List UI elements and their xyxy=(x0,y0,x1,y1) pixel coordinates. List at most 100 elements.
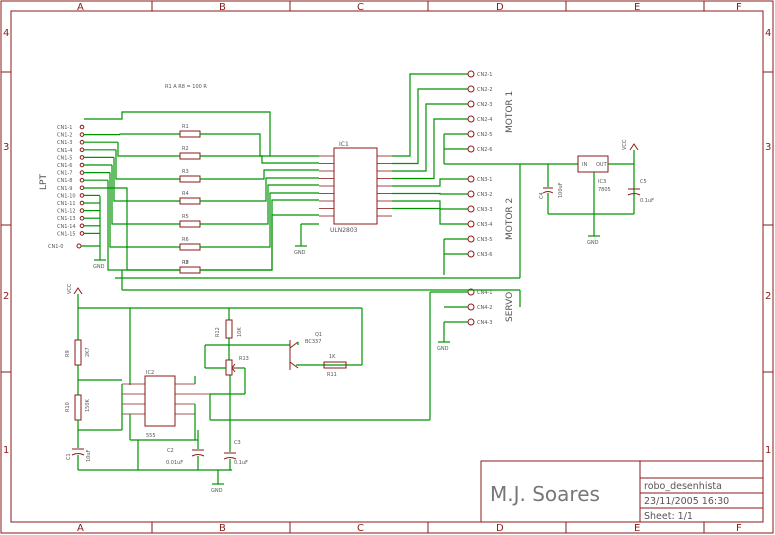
col-label-f-top: F xyxy=(736,2,742,13)
c2-plate-bottom xyxy=(191,454,205,457)
q1-name: Q1 xyxy=(315,332,322,338)
motor1-pin xyxy=(467,100,475,108)
c3-plate-bottom xyxy=(223,457,237,460)
motor2-drive-wire xyxy=(392,192,468,195)
lpt-pin xyxy=(79,215,85,221)
lpt-pin xyxy=(79,170,85,175)
resistor-note: R1 A R8 = 100 R xyxy=(165,84,207,90)
servo-pin-label: CN4-2 xyxy=(477,305,492,311)
row-label-1-right: 1 xyxy=(765,445,771,456)
lpt-pin xyxy=(79,200,85,206)
lpt-ground-pin xyxy=(76,243,82,249)
c4-name: C4 xyxy=(539,192,545,199)
lpt-pin xyxy=(79,162,85,168)
vreg-gnd-label: GND xyxy=(587,240,599,246)
ground-label-bottom: GND xyxy=(211,488,223,494)
c4-plate-bottom xyxy=(542,191,554,194)
col-label-a-bottom: A xyxy=(77,523,84,534)
resistor-output-wire xyxy=(200,192,319,248)
r12-body xyxy=(225,319,233,339)
ic1-gnd-label: GND xyxy=(294,250,306,256)
col-label-f-bottom: F xyxy=(736,523,742,534)
lpt-pin-label: CN1-2 xyxy=(57,133,72,139)
lpt-pin xyxy=(79,155,85,160)
lpt-pin xyxy=(79,193,85,198)
resistor-input-wire xyxy=(113,157,180,202)
motor2-pin-label: CN3-6 xyxy=(477,252,492,258)
lpt-pin xyxy=(79,231,85,236)
lpt-pin-label: CN1-4 xyxy=(57,148,72,154)
resistor-input-wire xyxy=(111,165,180,225)
q1-value: BC337 xyxy=(305,339,321,345)
motor2-pin xyxy=(467,175,475,183)
motor1-pin-label: CN2-6 xyxy=(477,147,492,153)
resistor-body xyxy=(179,152,201,160)
lpt-signal-wire xyxy=(84,111,271,156)
resistor-name: R5 xyxy=(182,214,189,220)
resistor-input-wire xyxy=(115,149,180,180)
motor1-pin-label: CN2-1 xyxy=(477,72,492,78)
servo-label: SERVO xyxy=(505,292,515,322)
row-label-3-right: 3 xyxy=(765,142,771,153)
motor1-drive-wire xyxy=(392,103,468,172)
lpt-pin xyxy=(79,185,85,191)
resistor-name: R2 xyxy=(182,146,189,152)
motor1-label: MOTOR 1 xyxy=(505,91,515,133)
pot-name: R13 xyxy=(239,356,249,362)
c5-name: C5 xyxy=(640,179,647,185)
r11-name: R11 xyxy=(327,372,337,378)
servo-pin-label: CN4-3 xyxy=(477,320,492,326)
ic1-body xyxy=(333,147,378,225)
col-label-d-top: D xyxy=(496,2,504,13)
resistor-body xyxy=(179,130,201,138)
motor1-pin xyxy=(467,145,475,153)
resistor-output-wire xyxy=(200,214,319,271)
motor1-pin xyxy=(467,115,475,123)
motor2-drive-wire xyxy=(392,207,468,225)
lpt-label: LPT xyxy=(39,174,49,190)
r11-body xyxy=(323,361,347,369)
title-block xyxy=(480,460,764,523)
ic3-out-pin: OUT xyxy=(596,162,608,168)
motor1-pin-label: CN2-2 xyxy=(477,87,492,93)
resistor-output-wire xyxy=(200,184,319,225)
project-date: 23/11/2005 16:30 xyxy=(644,496,729,507)
ic2-body xyxy=(144,375,176,427)
sheet-number: Sheet: 1/1 xyxy=(644,511,693,522)
q1-emitter xyxy=(289,361,299,369)
c3-name: C3 xyxy=(234,440,241,446)
ic2-name: IC2 xyxy=(146,370,154,376)
row-label-4-left: 4 xyxy=(3,28,9,39)
resistor-output-wire xyxy=(200,133,319,157)
r9-value: 2K7 xyxy=(85,347,91,357)
lpt-pin xyxy=(79,132,85,137)
motor2-pin-label: CN3-5 xyxy=(477,237,492,243)
ic1-name: IC1 xyxy=(339,141,349,148)
r10-body xyxy=(74,394,82,421)
resistor-output-wire xyxy=(200,169,319,180)
resistor-body xyxy=(179,220,201,228)
r10-value: 150K xyxy=(85,398,91,412)
motor1-pin xyxy=(467,70,475,78)
c3-value: 0.1uF xyxy=(234,460,248,466)
ic3-value: 7805 xyxy=(598,187,611,193)
resistor-name: R7 xyxy=(182,260,189,266)
c1-plate-bottom xyxy=(71,453,85,456)
lpt-pin-label: CN1-9 xyxy=(57,186,72,192)
resistor-input-wire xyxy=(109,172,180,248)
motor2-drive-wire xyxy=(392,200,468,210)
resistor-input-wire xyxy=(119,133,180,135)
resistor-name: R1 xyxy=(182,124,189,130)
resistor-input-wire xyxy=(107,180,180,271)
col-label-e-bottom: E xyxy=(634,523,640,534)
ic2-value: 555 xyxy=(146,433,156,439)
lpt-ground-pin-label: CN1-0 xyxy=(48,244,63,250)
c4-value: 100uF xyxy=(558,182,564,198)
motor2-pin-label: CN3-3 xyxy=(477,207,492,213)
col-label-b-top: B xyxy=(219,2,226,13)
q1-collector xyxy=(289,341,299,349)
